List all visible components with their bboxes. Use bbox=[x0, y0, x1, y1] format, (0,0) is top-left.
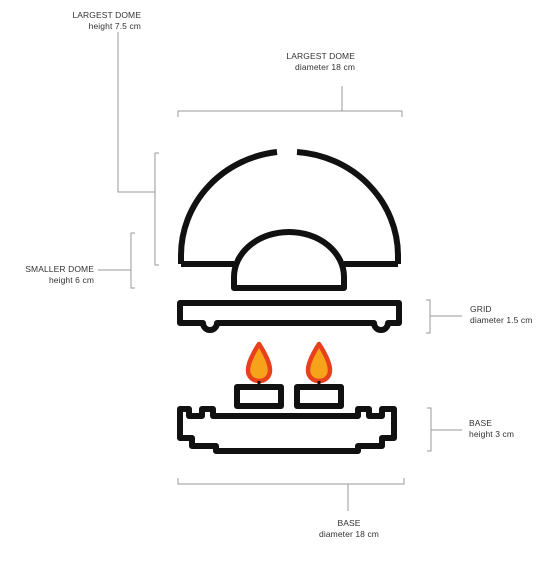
label-largest-dome-diameter: LARGEST DOME diameter 18 cm bbox=[286, 51, 355, 73]
base-height-bracket bbox=[427, 407, 432, 452]
label-base-diameter: BASE diameter 18 cm bbox=[284, 518, 414, 540]
label-grid: GRID diameter 1.5 cm bbox=[470, 304, 532, 326]
largest-height-title: LARGEST DOME bbox=[72, 10, 141, 20]
label-base-height: BASE height 3 cm bbox=[469, 418, 514, 440]
base-height-sub: height 3 cm bbox=[469, 429, 515, 439]
smaller-height-title: SMALLER DOME bbox=[25, 264, 94, 274]
label-largest-dome-height: LARGEST DOME height 7.5 cm bbox=[72, 10, 141, 32]
tealight-right bbox=[294, 384, 344, 409]
base-diameter-title: BASE bbox=[337, 518, 361, 528]
base-diameter-sub: diameter 18 cm bbox=[319, 529, 379, 539]
largest-dome-left bbox=[178, 149, 278, 264]
label-smaller-dome-height: SMALLER DOME height 6 cm bbox=[25, 264, 94, 286]
base-diameter-bracket bbox=[177, 478, 405, 485]
largest-height-sub: height 7.5 cm bbox=[88, 21, 141, 31]
smaller-height-bracket bbox=[130, 232, 135, 289]
largest-dome-right bbox=[296, 149, 401, 264]
grid-title: GRID bbox=[470, 304, 492, 314]
grid-plate bbox=[177, 300, 402, 333]
smaller-dome bbox=[231, 229, 347, 291]
base-height-title: BASE bbox=[469, 418, 493, 428]
largest-diameter-sub: diameter 18 cm bbox=[295, 62, 355, 72]
largest-height-leader bbox=[117, 32, 155, 193]
tealight-left bbox=[234, 384, 284, 409]
grid-bracket bbox=[426, 299, 431, 334]
largest-diameter-bracket bbox=[177, 110, 403, 117]
flame-left-outer bbox=[245, 341, 273, 384]
base-body bbox=[177, 406, 397, 454]
largest-height-bracket bbox=[154, 152, 159, 266]
smaller-height-sub: height 6 cm bbox=[48, 275, 94, 285]
grid-sub: diameter 1.5 cm bbox=[470, 315, 533, 325]
largest-diameter-title: LARGEST DOME bbox=[286, 51, 355, 61]
flame-right-outer bbox=[305, 341, 333, 384]
